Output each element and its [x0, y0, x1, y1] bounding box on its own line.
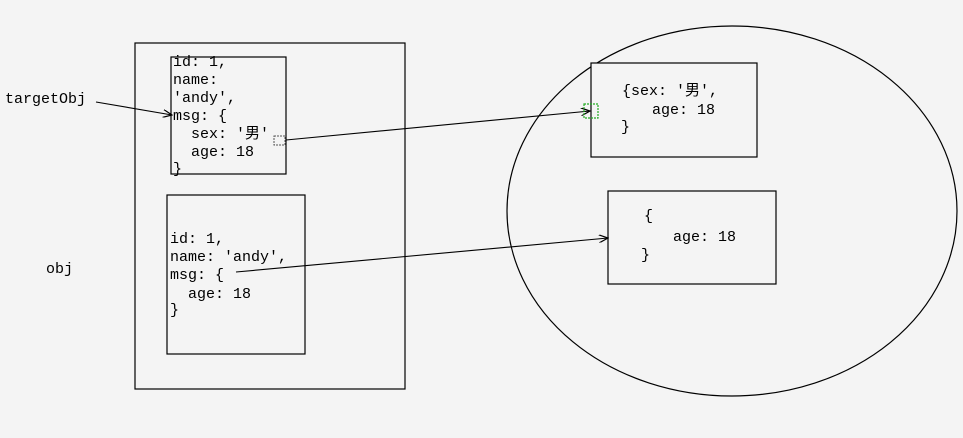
- copied-msg-reference-arrow: [235, 238, 608, 273]
- obj-line-4: }: [170, 302, 179, 319]
- obj-line-0: id: 1,: [170, 231, 224, 248]
- arrow-start-handle[interactable]: [273, 135, 286, 146]
- target-obj-label: targetObj: [5, 91, 86, 108]
- heap-object-2-text: { age: 18 }: [641, 208, 736, 264]
- heap1-line-1: age: 18: [634, 102, 715, 119]
- obj-line-1: name: 'andy',: [170, 249, 287, 266]
- heap2-line-2: }: [641, 247, 650, 264]
- arrow-end-handle[interactable]: [583, 103, 599, 119]
- target-object-text: id: 1, name: 'andy', msg: { sex: '男' age…: [173, 54, 269, 178]
- shared-msg-reference-arrow: [285, 111, 590, 141]
- stack-container: [134, 42, 406, 390]
- heap2-line-0: {: [644, 208, 653, 225]
- obj-text: id: 1, name: 'andy', msg: { age: 18 }: [170, 231, 287, 319]
- obj-box: [166, 194, 306, 355]
- target-line-4: sex: '男': [173, 126, 269, 143]
- target-reference-arrow: [95, 101, 172, 115]
- heap1-line-0: {sex: '男',: [622, 83, 718, 100]
- heap-object-1-text: {sex: '男', age: 18 }: [621, 83, 718, 136]
- heap-object-box-1: [590, 62, 758, 158]
- obj-line-2: msg: {: [170, 267, 224, 284]
- target-line-1: name:: [173, 72, 218, 89]
- heap-object-box-2: [607, 190, 777, 285]
- heap2-line-1: age: 18: [655, 229, 736, 246]
- target-line-2: 'andy',: [173, 90, 236, 107]
- heap1-line-2: }: [621, 119, 630, 136]
- target-line-5: age: 18: [173, 144, 254, 161]
- target-line-0: id: 1,: [173, 54, 227, 71]
- obj-label: obj: [46, 261, 73, 278]
- obj-line-3: age: 18: [170, 286, 251, 303]
- target-line-6: }: [173, 161, 182, 178]
- target-line-3: msg: {: [173, 108, 227, 125]
- heap-ellipse: [506, 25, 958, 397]
